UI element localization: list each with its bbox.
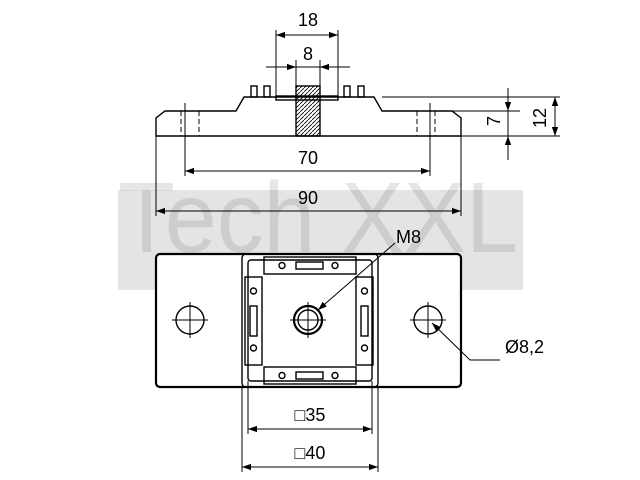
slot-bottom-inner [295,371,324,380]
dim-hole-diameter: Ø8,2 [505,337,544,357]
side-view-pin [343,85,351,98]
slot-right [355,276,374,366]
dim-overall-length: 90 [298,188,318,208]
top-view-dimensions: M8 Ø8,2 □35 □40 [241,227,544,472]
slot-hole [360,344,369,352]
dim-top-width-outer: 18 [298,10,318,30]
slot-left [244,276,263,366]
slot-hole [331,371,339,380]
slot-hole [278,371,286,380]
slot-hole [249,344,258,352]
side-view-dimensions: 18 8 7 12 70 90 [155,10,560,216]
slot-top [263,256,357,275]
slot-top-inner [295,261,324,270]
side-view-thread [295,85,321,137]
top-view-square-35 [247,259,373,382]
side-view-pin [250,85,258,98]
top-view [154,252,463,389]
slot-right-inner [360,305,369,337]
slot-hole [360,287,369,295]
top-view-square-40 [241,253,379,388]
side-view-body [155,96,462,137]
slot-left-inner [249,305,258,337]
dim-thread: M8 [396,227,421,247]
dim-height-total: 12 [530,108,550,128]
side-view-pin [263,85,271,98]
dim-square-inner: □35 [295,405,326,425]
slot-hole [278,261,286,270]
slot-hole [249,287,258,295]
dim-square-outer: □40 [295,443,326,463]
side-view-pin [357,85,365,98]
dim-height-small: 7 [484,116,504,126]
slot-bottom [263,366,357,385]
dim-hole-spacing: 70 [298,148,318,168]
slot-hole [331,261,339,270]
dim-top-width-inner: 8 [303,44,313,64]
side-view [155,85,462,176]
